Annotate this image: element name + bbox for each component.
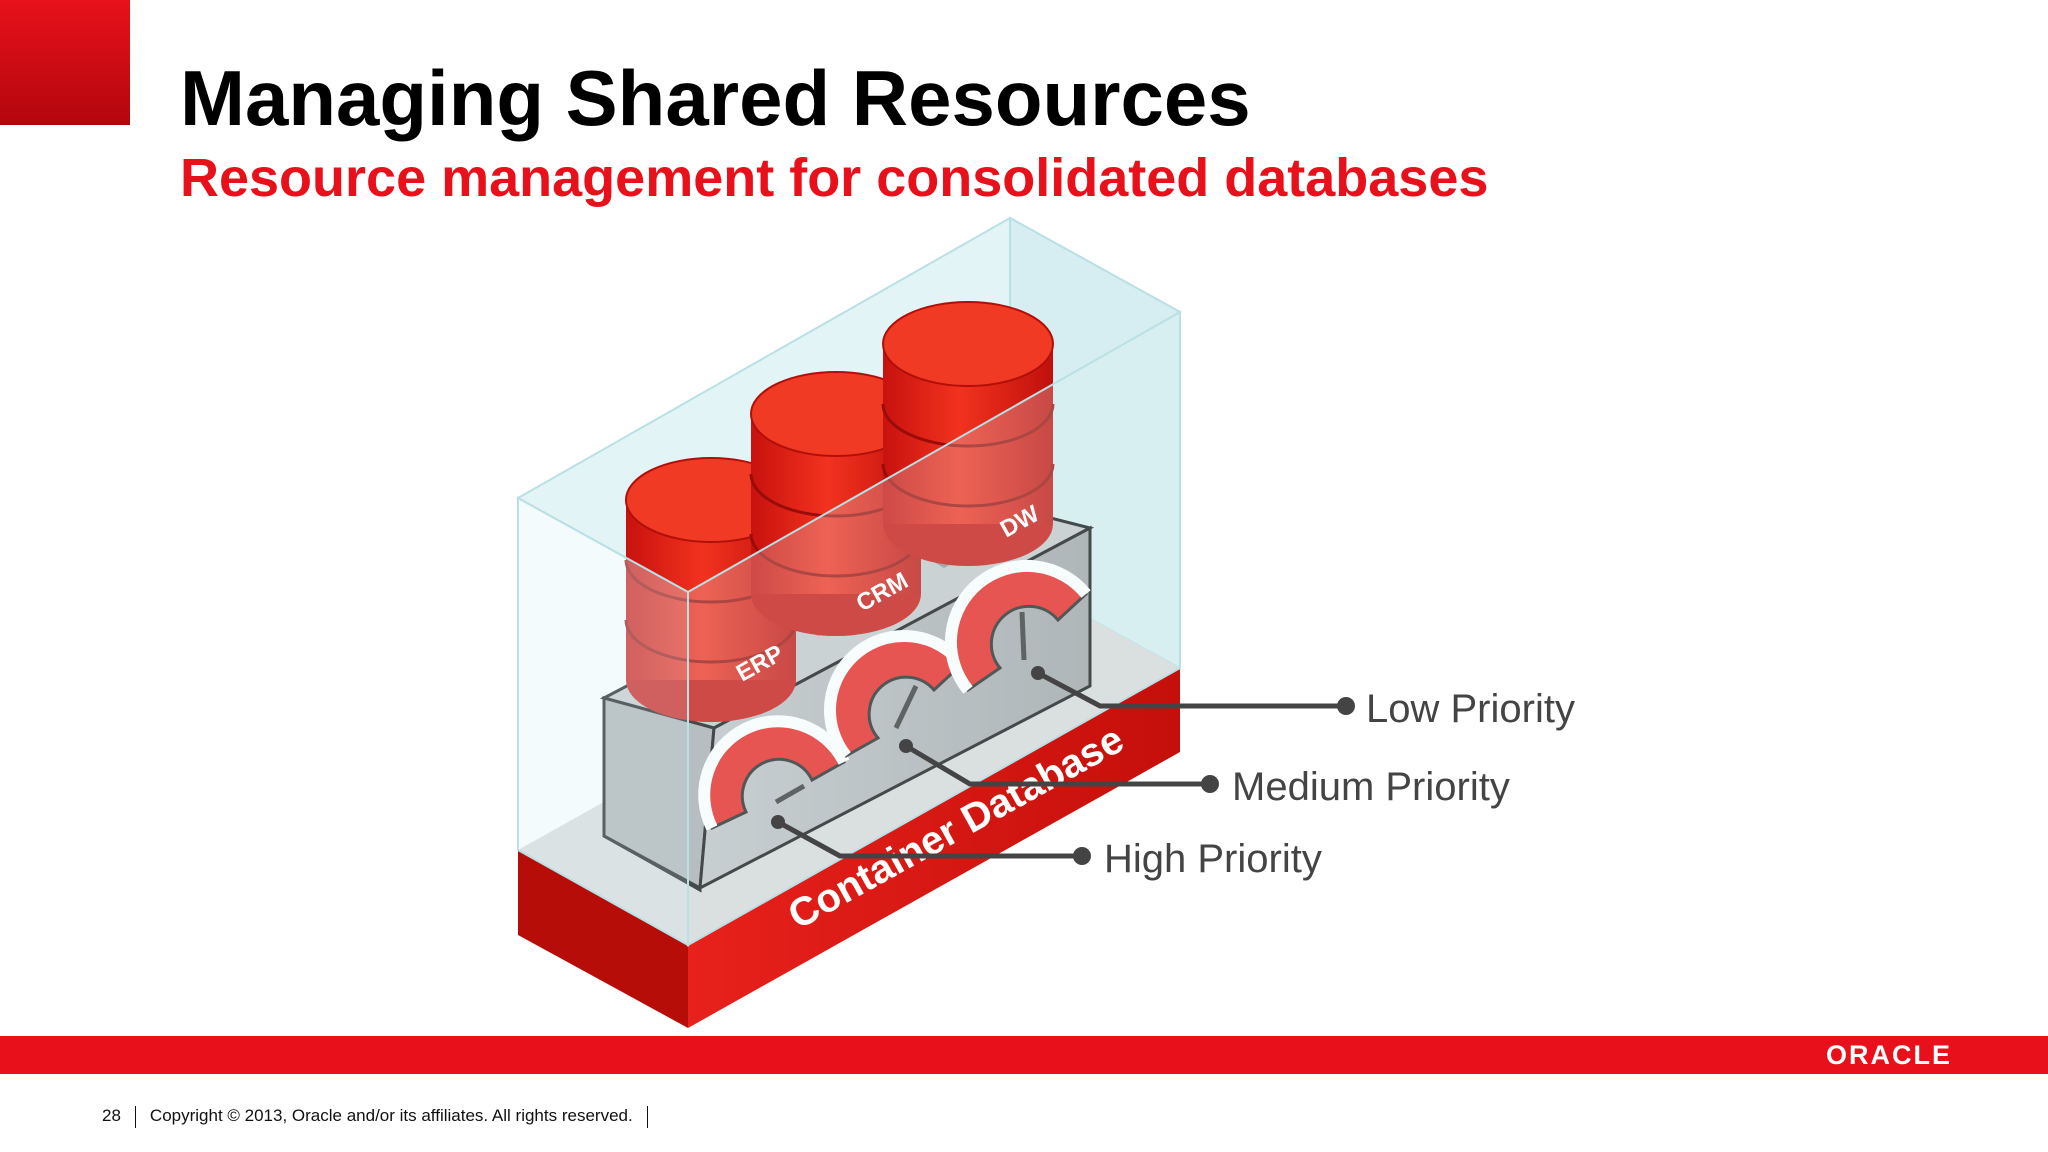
priority-label-medium: Medium Priority	[1232, 765, 1510, 809]
oracle-logo: ORACLE	[1826, 1040, 1952, 1070]
footer-divider-end	[646, 1105, 648, 1128]
priority-label-high: High Priority	[1104, 837, 1322, 881]
gauge-low-priority	[944, 559, 1091, 694]
priority-label-low: Low Priority	[1366, 687, 1575, 731]
slide-title: Managing Shared Resources	[180, 54, 1251, 142]
page-number: 28	[102, 1106, 121, 1125]
copyright-text: Copyright © 2013, Oracle and/or its affi…	[149, 1106, 633, 1125]
footer-bar	[0, 1036, 2048, 1074]
leader-line-low	[1031, 666, 1355, 715]
gauge-medium-priority	[823, 630, 967, 760]
leader-line-medium	[899, 739, 1219, 793]
footer: 28 Copyright © 2013, Oracle and/or its af…	[102, 1104, 662, 1128]
slide-subtitle: Resource management for consolidated dat…	[180, 148, 1489, 208]
footer-divider	[134, 1105, 136, 1128]
corner-accent-block	[0, 0, 130, 125]
leader-line-high	[771, 815, 1091, 865]
glass-container-front	[517, 310, 1181, 947]
database-cylinder-dw: DW	[881, 301, 1055, 566]
